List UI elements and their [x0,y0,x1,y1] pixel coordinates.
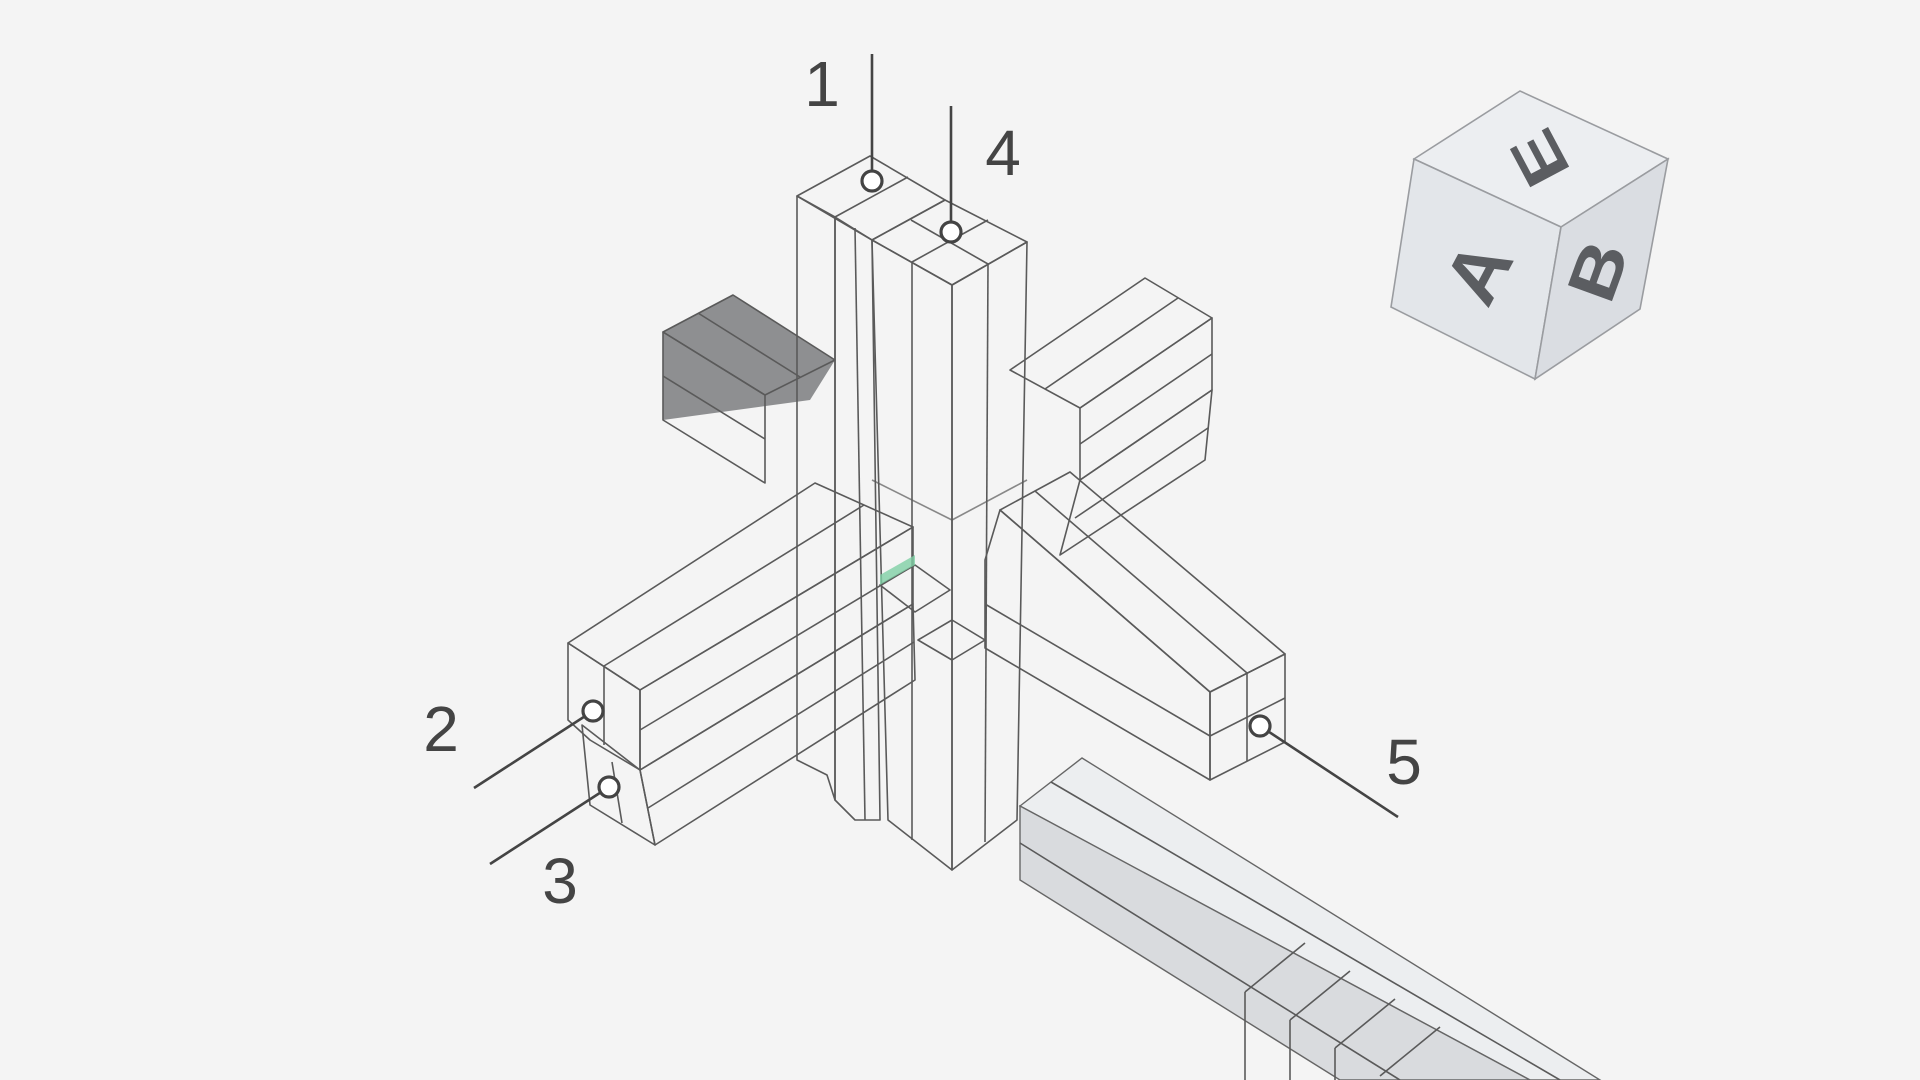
callout-5-anchor [1248,714,1272,738]
light-member [1018,757,1602,1080]
navigation-cube[interactable]: E A B [1390,90,1670,381]
callout-2-anchor [581,699,605,723]
callout-1: 1 [804,48,884,193]
callout-5-label: 5 [1386,726,1422,798]
callout-1-label: 1 [804,48,840,120]
yellow-member [871,199,1028,871]
callout-3: 3 [489,775,621,917]
callout-4-anchor [939,220,963,244]
green-member [796,155,946,821]
callout-2-label: 2 [423,693,459,765]
callout-4-label: 4 [985,117,1021,189]
callout-3-label: 3 [542,845,578,917]
blue-red-front-arm [567,482,951,846]
callout-3-anchor [597,775,621,799]
callout-2: 2 [423,693,605,790]
blue-red-back-arm [1009,277,1213,556]
callout-4: 4 [939,106,1021,244]
callout-5: 5 [1248,714,1422,819]
nav-cube-right-face[interactable] [1533,157,1670,381]
callout-1-anchor [860,169,884,193]
